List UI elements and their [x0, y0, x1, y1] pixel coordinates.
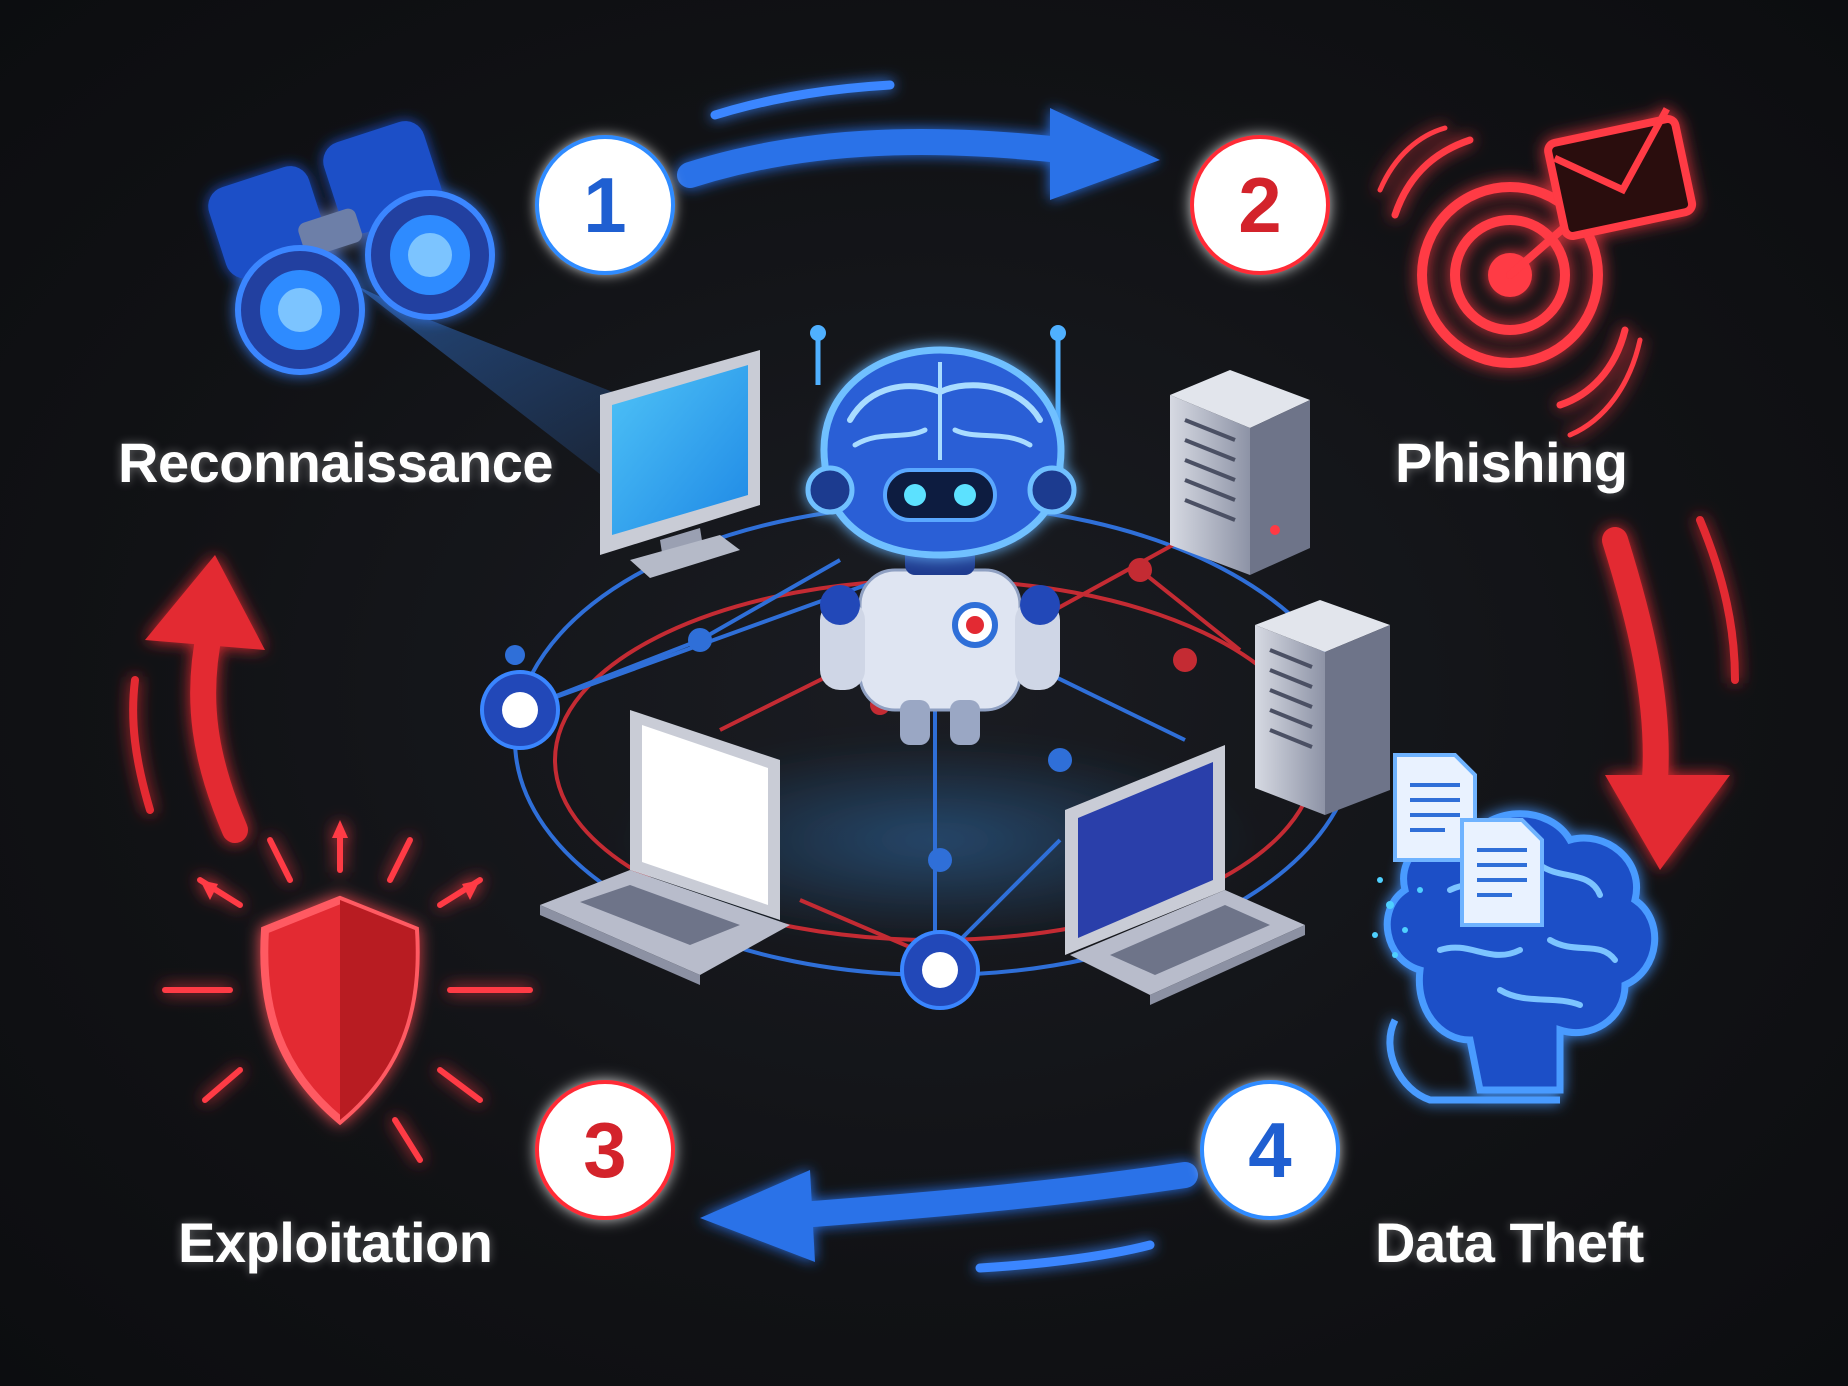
step-number-4: 4 [1248, 1106, 1291, 1194]
document-icon [1393, 753, 1477, 862]
step-badge-4: 4 [1200, 1080, 1340, 1220]
arrow-4-to-3 [700, 1162, 1198, 1273]
desktop-monitor [600, 350, 760, 578]
shield-icon [162, 820, 533, 1163]
step-number-3: 3 [583, 1106, 626, 1194]
step-number-2: 2 [1238, 161, 1281, 249]
step-number-1: 1 [583, 161, 626, 249]
stage-label-data-theft: Data Theft [1375, 1211, 1644, 1274]
stage-label-phishing: Phishing [1395, 431, 1628, 494]
document-icon [1460, 818, 1544, 927]
brain-documents-icon [1372, 753, 1659, 1104]
laptop [540, 710, 790, 985]
network-nodes [480, 558, 1197, 1010]
step-badge-2: 2 [1190, 135, 1330, 275]
stage-label-reconnaissance: Reconnaissance [118, 431, 553, 494]
ai-network-cluster [480, 325, 1390, 1010]
arrow-2-to-4 [1602, 516, 1739, 870]
step-badge-1: 1 [535, 135, 675, 275]
ai-robot-icon [805, 325, 1077, 745]
laptop [1065, 745, 1305, 1005]
server-tower [1170, 370, 1310, 575]
arrow-1-to-2 [677, 80, 1160, 200]
target-email-icon [1377, 107, 1697, 438]
stage-label-exploitation: Exploitation [178, 1211, 493, 1274]
arrow-3-to-1 [129, 555, 265, 843]
step-badge-3: 3 [535, 1080, 675, 1220]
server-tower [1255, 600, 1390, 815]
